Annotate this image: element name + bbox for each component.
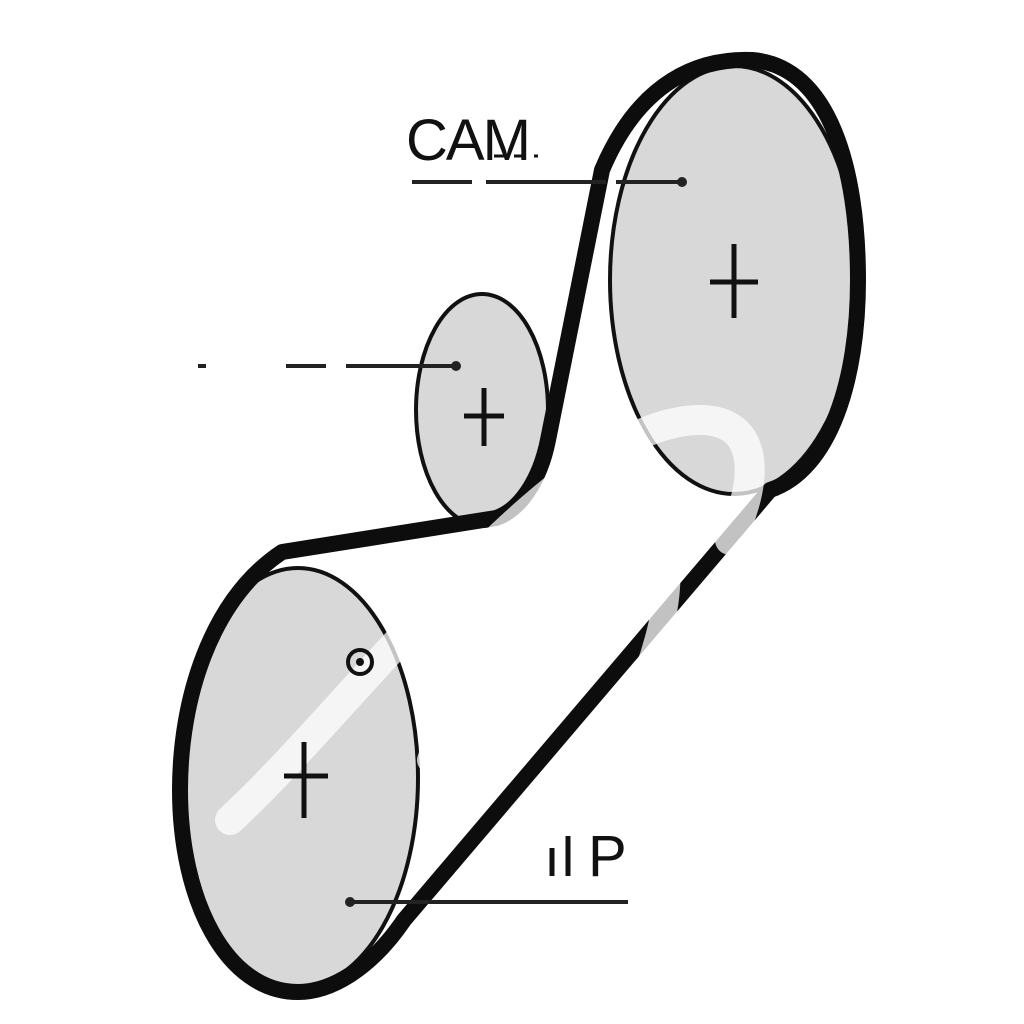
cam-label: CAM <box>406 108 529 173</box>
watermark <box>215 404 831 835</box>
watermark-letter <box>589 578 831 771</box>
labels: CAM P <box>406 108 627 889</box>
belt-path <box>172 51 866 1000</box>
cross-icon <box>464 388 504 446</box>
pump-leader <box>345 897 628 907</box>
pump-label: P <box>588 824 625 889</box>
pulley-centers <box>284 244 758 818</box>
timing-belt <box>172 51 866 1000</box>
timing-mark-icon <box>346 648 374 676</box>
idler-leader <box>198 361 461 371</box>
watermark-letter <box>417 505 681 773</box>
cross-icon <box>710 244 758 318</box>
cam-leader <box>412 177 687 187</box>
watermark-swash <box>215 404 765 835</box>
leader-lines <box>198 177 687 907</box>
cross-icon <box>284 742 328 818</box>
